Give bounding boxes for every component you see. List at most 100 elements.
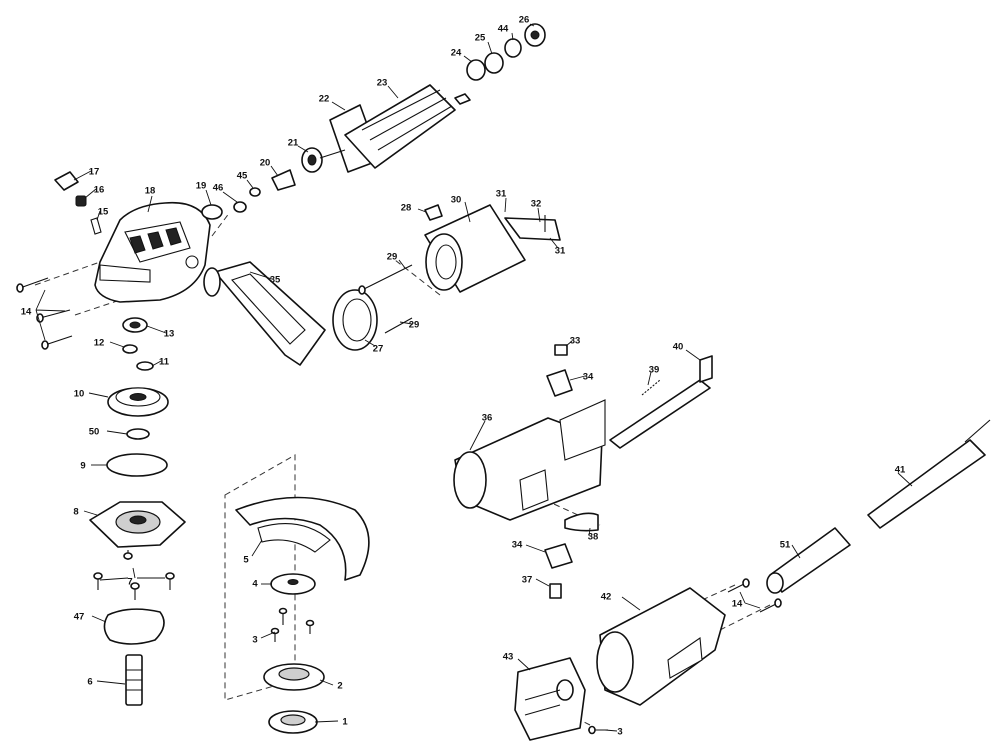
bearing-plate-10 bbox=[107, 387, 169, 417]
part-label-p27: 27 bbox=[373, 344, 384, 355]
part-label-p3a: 3 bbox=[252, 635, 257, 646]
part-label-p13: 13 bbox=[164, 329, 175, 340]
washer-19 bbox=[201, 204, 223, 220]
part-label-p29b: 29 bbox=[409, 320, 420, 331]
part-label-p50: 50 bbox=[89, 427, 100, 438]
switch-43 bbox=[514, 657, 586, 741]
part-label-p31b: 31 bbox=[555, 246, 566, 257]
fan-baffle-27 bbox=[332, 289, 378, 351]
part-label-p39: 39 bbox=[649, 365, 660, 376]
switch-rod-40 bbox=[609, 355, 713, 449]
part-label-p51: 51 bbox=[780, 540, 791, 551]
part-label-p8: 8 bbox=[73, 507, 78, 518]
part-label-p11: 11 bbox=[159, 357, 170, 368]
part-label-p30: 30 bbox=[451, 195, 462, 206]
spindle-lock-17-16-15 bbox=[54, 171, 102, 235]
part-label-p19: 19 bbox=[196, 181, 207, 192]
side-handle-35 bbox=[203, 261, 326, 366]
part-label-p5: 5 bbox=[243, 555, 249, 566]
part-label-p3b: 3 bbox=[617, 727, 622, 738]
bearing-26 bbox=[524, 23, 546, 47]
part-label-p46: 46 bbox=[213, 183, 224, 194]
bearing-21 bbox=[301, 147, 323, 173]
screws-14 bbox=[16, 277, 73, 350]
part-label-p2: 2 bbox=[337, 681, 342, 692]
screw-3-rear bbox=[588, 725, 608, 735]
brush-holder-34-top bbox=[546, 369, 573, 397]
terminals-31-32 bbox=[504, 215, 561, 241]
part-label-p10: 10 bbox=[74, 389, 85, 400]
part-label-p40: 40 bbox=[673, 342, 684, 353]
part-label-p38: 38 bbox=[588, 532, 599, 543]
pinion-20 bbox=[271, 169, 296, 191]
field-30 bbox=[424, 204, 526, 293]
part-label-p25: 25 bbox=[475, 33, 486, 44]
o-ring-9 bbox=[106, 453, 168, 477]
washers-12-11 bbox=[122, 344, 154, 371]
part-label-p12: 12 bbox=[94, 338, 105, 349]
part-label-p14b: 14 bbox=[732, 599, 743, 610]
rear-housing-42 bbox=[596, 587, 726, 706]
part-label-p41: 41 bbox=[895, 465, 906, 476]
inner-flange-2 bbox=[263, 663, 325, 691]
screws-14-rear bbox=[727, 578, 782, 613]
leader-lines bbox=[35, 23, 913, 732]
part-label-p4: 4 bbox=[252, 579, 258, 590]
nut-46-washer-45 bbox=[233, 187, 261, 213]
part-label-p18: 18 bbox=[145, 186, 156, 197]
flange-plate-4 bbox=[270, 573, 316, 595]
spindle-6 bbox=[125, 654, 143, 706]
gear-housing-18 bbox=[94, 201, 211, 303]
bearing-24 bbox=[466, 59, 486, 81]
bearing-13 bbox=[122, 317, 148, 333]
part-label-p26: 26 bbox=[519, 15, 530, 26]
cover-38 bbox=[564, 512, 599, 532]
gasket-47 bbox=[103, 608, 165, 645]
part-label-p33: 33 bbox=[570, 336, 581, 347]
ring-44 bbox=[504, 38, 522, 58]
motor-housing-36 bbox=[453, 399, 606, 521]
part-label-p34b: 34 bbox=[512, 540, 523, 551]
screws-3-guard bbox=[270, 607, 315, 642]
part-label-p47: 47 bbox=[74, 612, 85, 623]
part-label-p20: 20 bbox=[260, 158, 271, 169]
part-label-p35: 35 bbox=[270, 275, 281, 286]
outer-flange-1 bbox=[268, 710, 318, 734]
part-label-p16: 16 bbox=[94, 185, 105, 196]
part-label-p15: 15 bbox=[98, 207, 109, 218]
brush-33 bbox=[554, 344, 568, 356]
part-label-p44: 44 bbox=[498, 24, 509, 35]
part-label-p9: 9 bbox=[80, 461, 85, 472]
part-label-p23: 23 bbox=[377, 78, 388, 89]
part-label-p29a: 29 bbox=[387, 252, 398, 263]
part-label-p24: 24 bbox=[451, 48, 462, 59]
guard-5 bbox=[235, 496, 370, 581]
part-label-p6: 6 bbox=[87, 677, 92, 688]
part-label-p42: 42 bbox=[601, 592, 612, 603]
brush-holder-34-bottom bbox=[544, 543, 573, 569]
part-label-p21: 21 bbox=[288, 138, 299, 149]
circlip-50 bbox=[126, 428, 150, 440]
screws-7 bbox=[93, 550, 175, 600]
part-label-p45: 45 bbox=[237, 171, 248, 182]
part-label-p43: 43 bbox=[503, 652, 514, 663]
part-label-p34a: 34 bbox=[583, 372, 594, 383]
cord-guard-51 bbox=[766, 527, 851, 594]
screws-29 bbox=[358, 264, 413, 334]
part-label-p37: 37 bbox=[522, 575, 533, 586]
part-label-p32: 32 bbox=[531, 199, 542, 210]
brush-37 bbox=[549, 583, 562, 599]
armature-23 bbox=[319, 84, 471, 169]
brush-holder-28 bbox=[424, 204, 443, 221]
part-label-p22: 22 bbox=[319, 94, 330, 105]
part-label-p14a: 14 bbox=[21, 307, 32, 318]
washer-25 bbox=[484, 52, 504, 74]
part-label-p7: 7 bbox=[127, 577, 132, 588]
part-label-p28: 28 bbox=[401, 203, 412, 214]
part-label-p17: 17 bbox=[89, 167, 100, 178]
part-label-p31a: 31 bbox=[496, 189, 507, 200]
part-label-p36: 36 bbox=[482, 413, 493, 424]
spring-39 bbox=[641, 379, 661, 396]
